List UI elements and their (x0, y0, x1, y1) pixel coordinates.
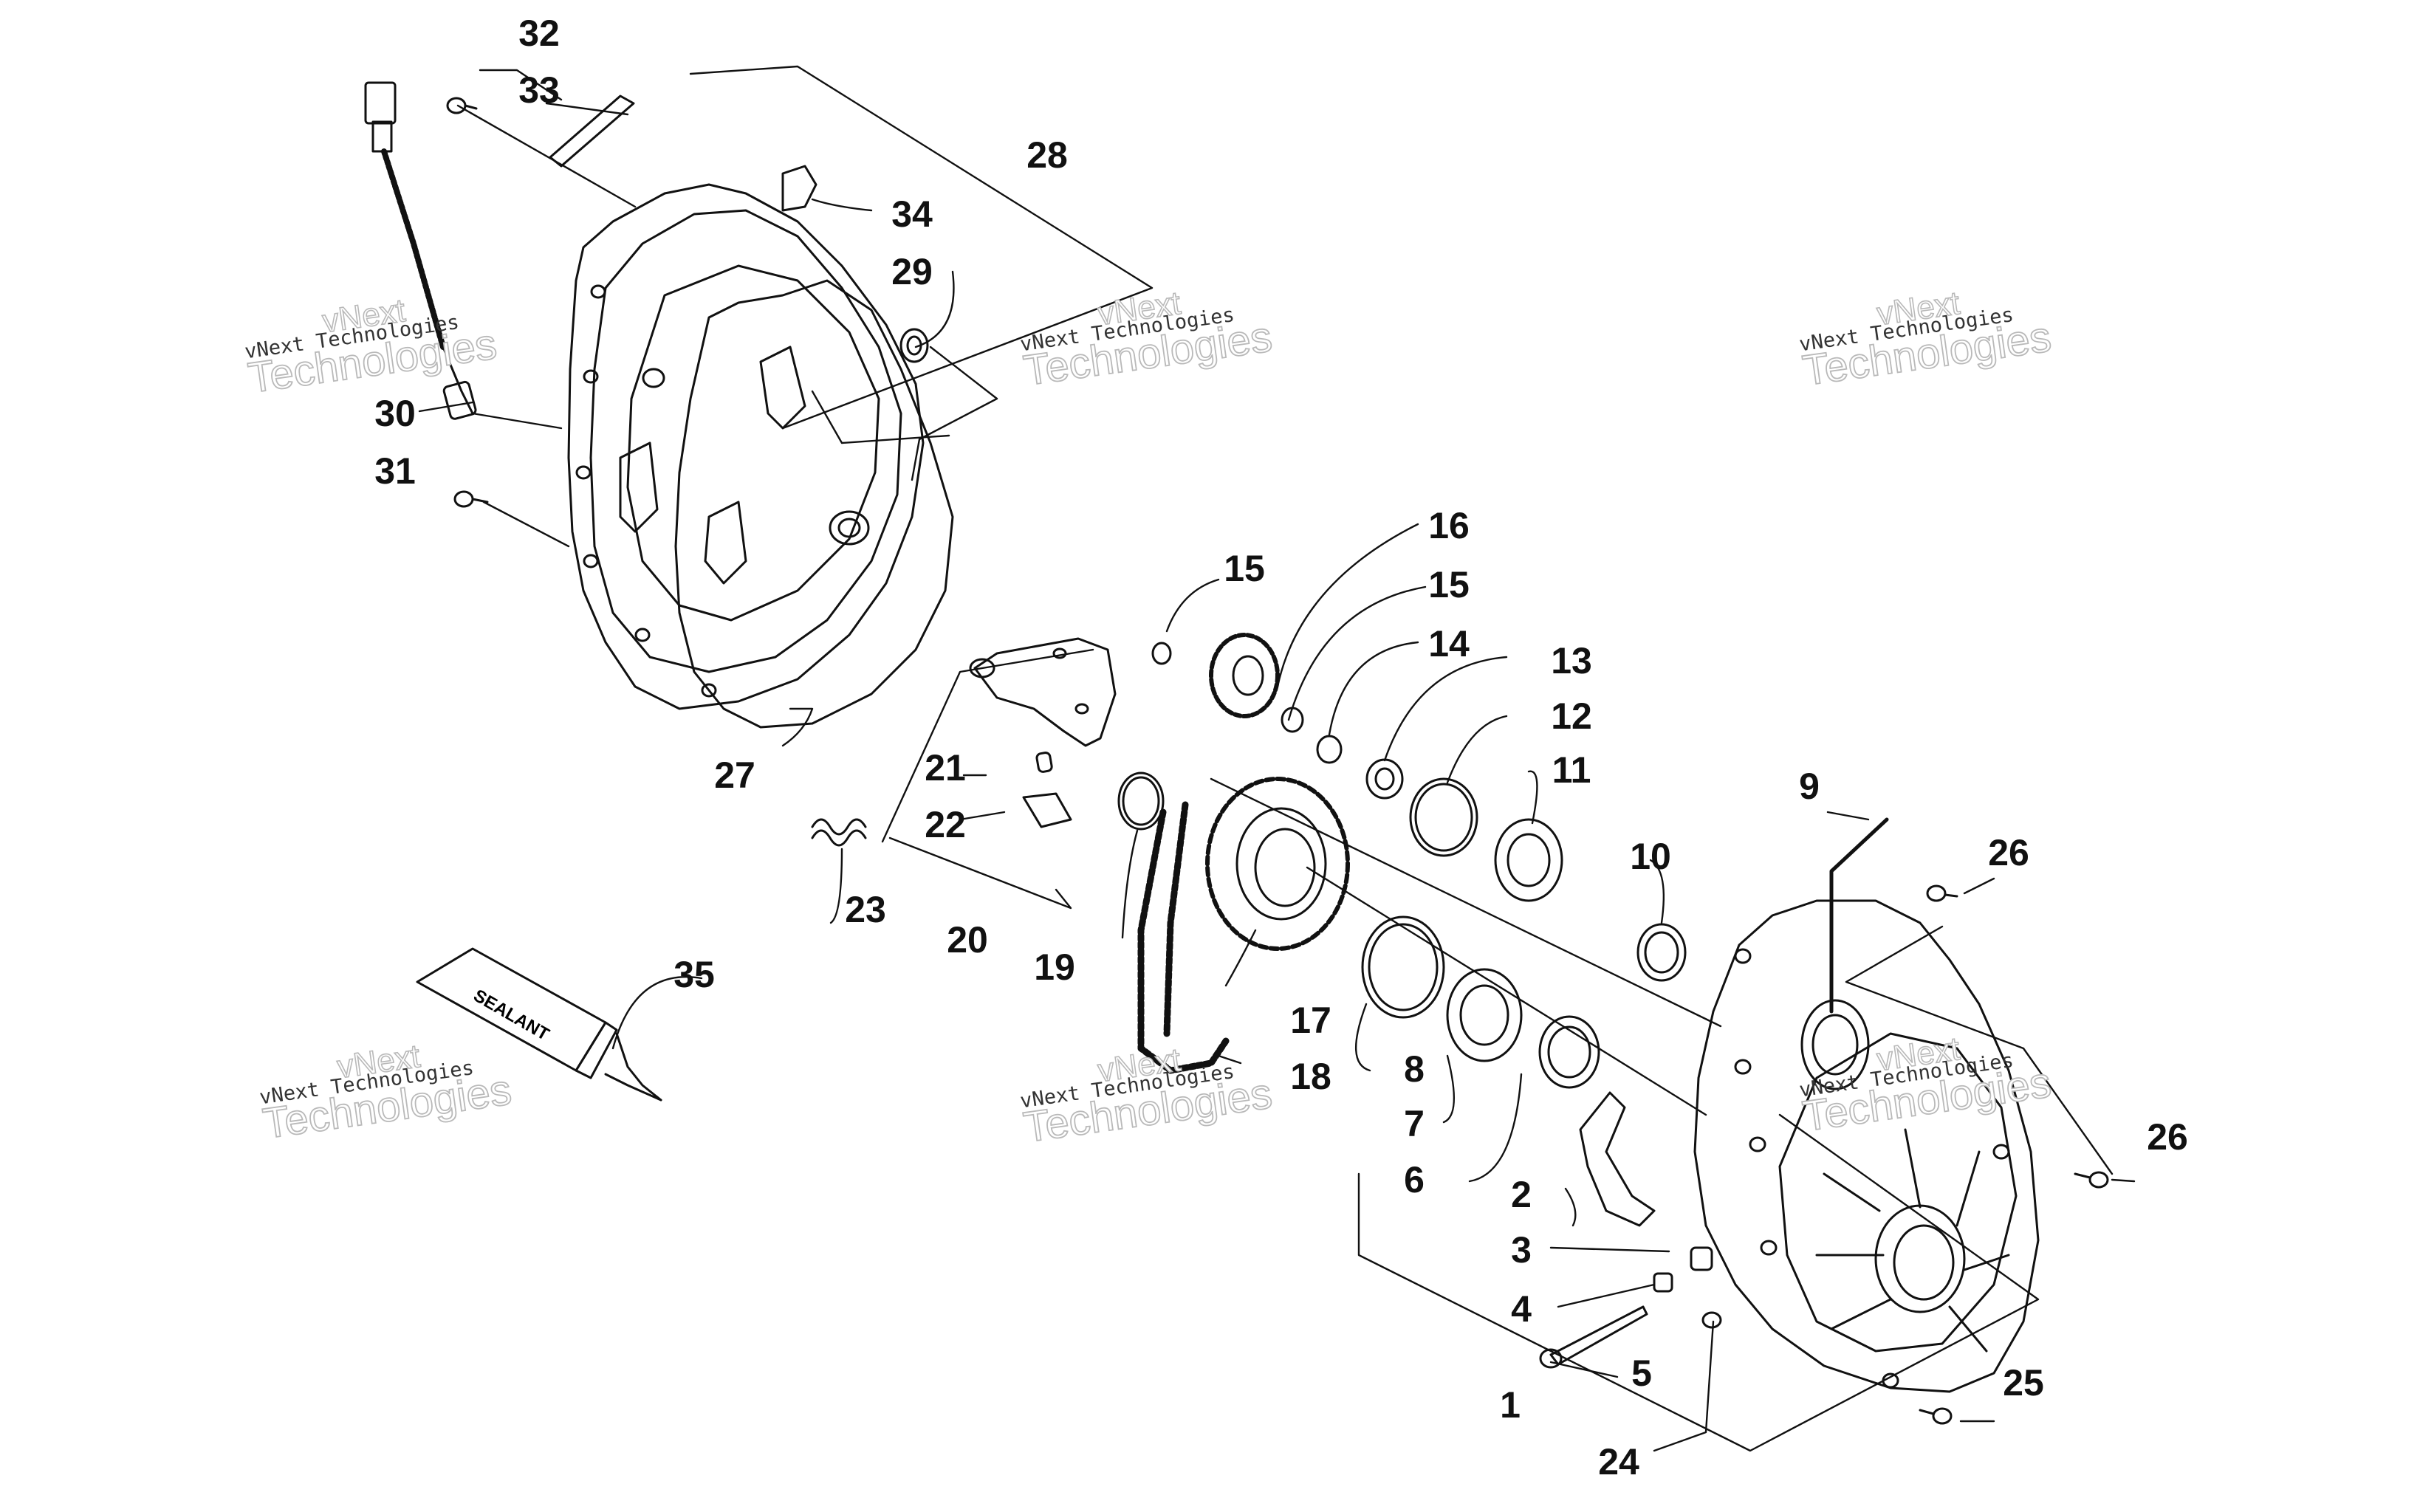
callout-29: 29 (891, 251, 933, 292)
chaincase-cover (567, 183, 954, 729)
callout-15b: 15 (1428, 564, 1470, 605)
callout-31: 31 (374, 450, 416, 492)
callout-28: 28 (1026, 134, 1068, 176)
drive-chain (1117, 772, 1230, 1074)
callout-30: 30 (374, 393, 416, 434)
callout-8: 8 (1404, 1048, 1425, 1090)
callout-5: 5 (1631, 1353, 1652, 1394)
callout-24: 24 (1598, 1441, 1639, 1482)
sealant-tube (416, 947, 662, 1102)
shaft-rings (1151, 642, 1687, 1089)
callout-4: 4 (1511, 1288, 1532, 1330)
callout-34: 34 (891, 193, 933, 235)
speed-sensor-harness (364, 81, 477, 420)
chain-tensioner (811, 637, 1117, 847)
callout-6: 6 (1404, 1159, 1425, 1200)
callout-18: 18 (1290, 1056, 1331, 1097)
callout-19: 19 (1034, 946, 1075, 988)
callout-2: 2 (1511, 1174, 1532, 1215)
callout-35: 35 (673, 954, 715, 995)
callout-14: 14 (1428, 623, 1470, 664)
callout-32: 32 (518, 13, 560, 54)
driven-sprocket (1205, 777, 1350, 951)
callout-33: 33 (518, 69, 560, 111)
callout-20: 20 (947, 919, 988, 961)
callout-26b: 26 (2147, 1116, 2188, 1158)
callout-15a: 15 (1224, 548, 1265, 589)
callout-22: 22 (925, 804, 966, 845)
callout-25: 25 (2003, 1362, 2044, 1403)
callout-13: 13 (1551, 640, 1592, 681)
callout-26a: 26 (1988, 832, 2029, 873)
drive-gear (1209, 633, 1280, 718)
callout-12: 12 (1551, 695, 1592, 737)
leader-lines (418, 65, 2136, 1452)
callout-16: 16 (1428, 505, 1470, 546)
callout-17: 17 (1290, 1000, 1331, 1041)
callout-7: 7 (1404, 1103, 1425, 1144)
callout-10: 10 (1630, 836, 1671, 877)
housing-hardware (1539, 884, 2109, 1425)
callout-3: 3 (1511, 1229, 1532, 1271)
callout-23: 23 (845, 889, 886, 930)
cover-hardware (446, 94, 929, 508)
callout-27: 27 (714, 755, 755, 796)
callout-9: 9 (1799, 766, 1820, 807)
callout-21: 21 (925, 747, 966, 788)
callout-11: 11 (1552, 749, 1591, 791)
callout-1: 1 (1500, 1384, 1521, 1426)
